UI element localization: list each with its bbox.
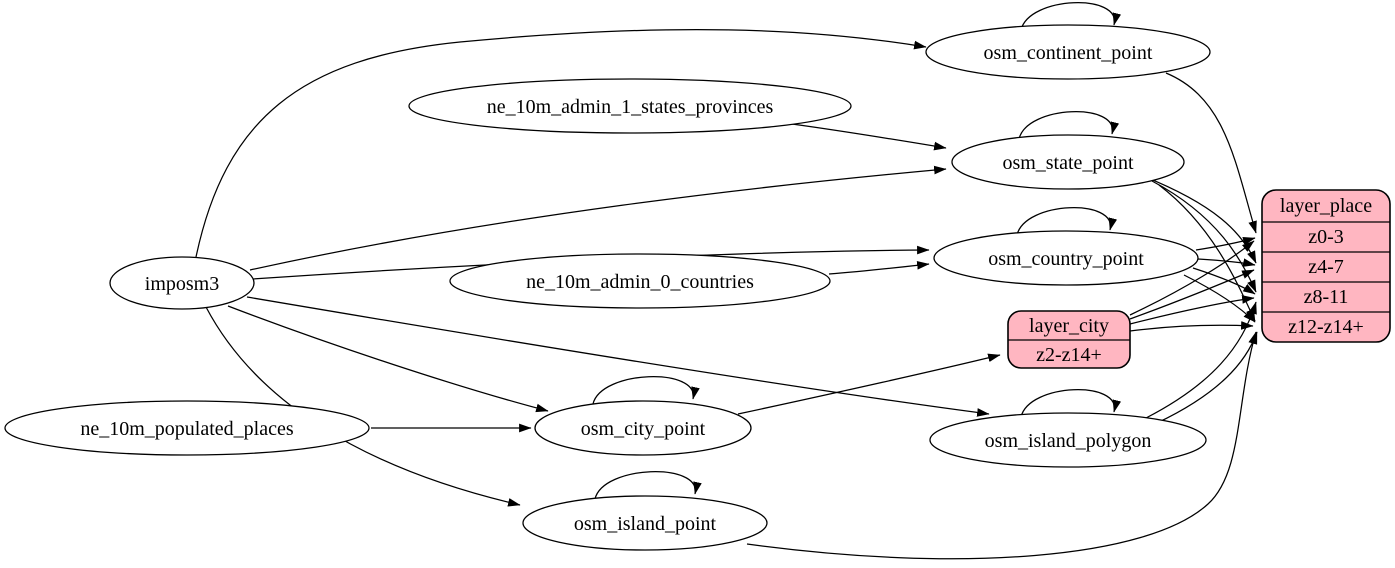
osm_city_point-ellipse xyxy=(534,400,752,456)
self-loop-osm_island_polygon xyxy=(1020,389,1122,418)
edge-layer_city-to-layer_place-z8-11 xyxy=(1129,295,1255,325)
osm_island_point-label: osm_island_point xyxy=(574,513,717,535)
node-osm_city_point: osm_city_point xyxy=(534,400,752,456)
layer_place-box xyxy=(1261,189,1391,343)
self-loop-osm_city_point xyxy=(592,376,700,405)
layer_place-row-z12-z14: z12-z14+ xyxy=(1288,316,1364,338)
edge-imposm3-to-osm_state_point xyxy=(249,165,947,271)
edge-osm_country_point-to-layer_place-z0-3 xyxy=(1195,236,1256,251)
osm_island_polygon-ellipse xyxy=(929,412,1207,468)
osm_island_polygon-label: osm_island_polygon xyxy=(985,430,1152,452)
record-layer_place: layer_place z0-3 z4-7 z8-11 z12-z14+ xyxy=(1261,189,1391,343)
imposm3-ellipse xyxy=(109,256,255,310)
self-loop-osm_continent_point xyxy=(1020,2,1122,31)
node-ne_10m_populated_places: ne_10m_populated_places xyxy=(4,400,370,456)
self-loop-osm_state_point xyxy=(1018,111,1120,140)
edge-layer_city-to-layer_place-z0-3 xyxy=(1129,240,1255,316)
layer_place-row-z0-3: z0-3 xyxy=(1308,226,1344,248)
node-osm_continent_point: osm_continent_point xyxy=(925,24,1211,80)
edge-ne_10m_admin_1_states_provinces-to-osm_state_point xyxy=(791,123,947,151)
edge-imposm3-to-osm_continent_point xyxy=(195,28,927,258)
node-osm_country_point: osm_country_point xyxy=(933,230,1199,286)
edge-layer_city-to-layer_place-z12-z14 xyxy=(1129,321,1254,332)
edge-osm_country_point-to-layer_place-z4-7 xyxy=(1197,258,1256,267)
osm_city_point-label: osm_city_point xyxy=(581,418,706,440)
osm_country_point-label: osm_country_point xyxy=(988,248,1144,270)
ne_10m_admin_0_countries-label: ne_10m_admin_0_countries xyxy=(526,271,754,293)
node-imposm3: imposm3 xyxy=(109,256,255,310)
node-ne_10m_admin_0_countries: ne_10m_admin_0_countries xyxy=(449,253,831,309)
edge-osm_state_point-to-layer_place-z4-7 xyxy=(1142,175,1257,264)
edge-imposm3-to-osm_island_polygon xyxy=(246,296,990,417)
edge-imposm3-to-osm_city_point xyxy=(227,305,549,413)
layer_place-row-z8-11: z8-11 xyxy=(1304,286,1349,308)
osm_state_point-label: osm_state_point xyxy=(1002,152,1134,174)
ne_10m_populated_places-label: ne_10m_populated_places xyxy=(80,418,293,440)
self-loop-osm_island_point xyxy=(594,471,702,500)
osm_continent_point-label: osm_continent_point xyxy=(984,42,1153,64)
edge-osm_continent_point-to-layer_place-z0-3 xyxy=(1165,72,1257,234)
layer_place-title: layer_place xyxy=(1280,195,1372,217)
layer_city-row-z2-z14: z2-z14+ xyxy=(1036,344,1102,366)
record-layer_city: layer_city z2-z14+ xyxy=(1007,310,1131,369)
ne_10m_admin_0_countries-ellipse xyxy=(449,253,831,309)
osm_island_point-ellipse xyxy=(522,495,768,551)
edges xyxy=(195,2,1258,560)
imposm3-label: imposm3 xyxy=(145,273,219,295)
self-loop-osm_country_point xyxy=(1016,207,1118,236)
layer_place-row-z4-7: z4-7 xyxy=(1308,256,1344,278)
edge-osm_island_polygon-to-layer_place-z8-11 xyxy=(1145,301,1257,419)
node-osm_island_polygon: osm_island_polygon xyxy=(929,412,1207,468)
osm_continent_point-ellipse xyxy=(925,24,1211,80)
edge-osm_island_point-to-layer_place-z12-z14 xyxy=(746,331,1257,560)
edge-osm_city_point-to-layer_city-z2-z14 xyxy=(737,353,1001,415)
layer_city-title: layer_city xyxy=(1029,315,1109,337)
osm_state_point-ellipse xyxy=(951,134,1185,190)
node-osm_state_point: osm_state_point xyxy=(951,134,1185,190)
ne_10m_admin_1_states_provinces-ellipse xyxy=(408,78,852,134)
edge-osm_country_point-to-layer_place-z8-11 xyxy=(1192,267,1256,295)
edge-layer_city-to-layer_place-z4-7 xyxy=(1129,269,1255,320)
edge-ne_10m_admin_0_countries-to-osm_country_point xyxy=(828,261,930,275)
ne_10m_populated_places-ellipse xyxy=(4,400,370,456)
edge-osm_state_point-to-layer_place-z8-11 xyxy=(1151,180,1257,293)
node-ne_10m_admin_1_states_provinces: ne_10m_admin_1_states_provinces xyxy=(408,78,852,134)
osm_country_point-ellipse xyxy=(933,230,1199,286)
node-osm_island_point: osm_island_point xyxy=(522,495,768,551)
ne_10m_admin_1_states_provinces-label: ne_10m_admin_1_states_provinces xyxy=(487,96,774,118)
